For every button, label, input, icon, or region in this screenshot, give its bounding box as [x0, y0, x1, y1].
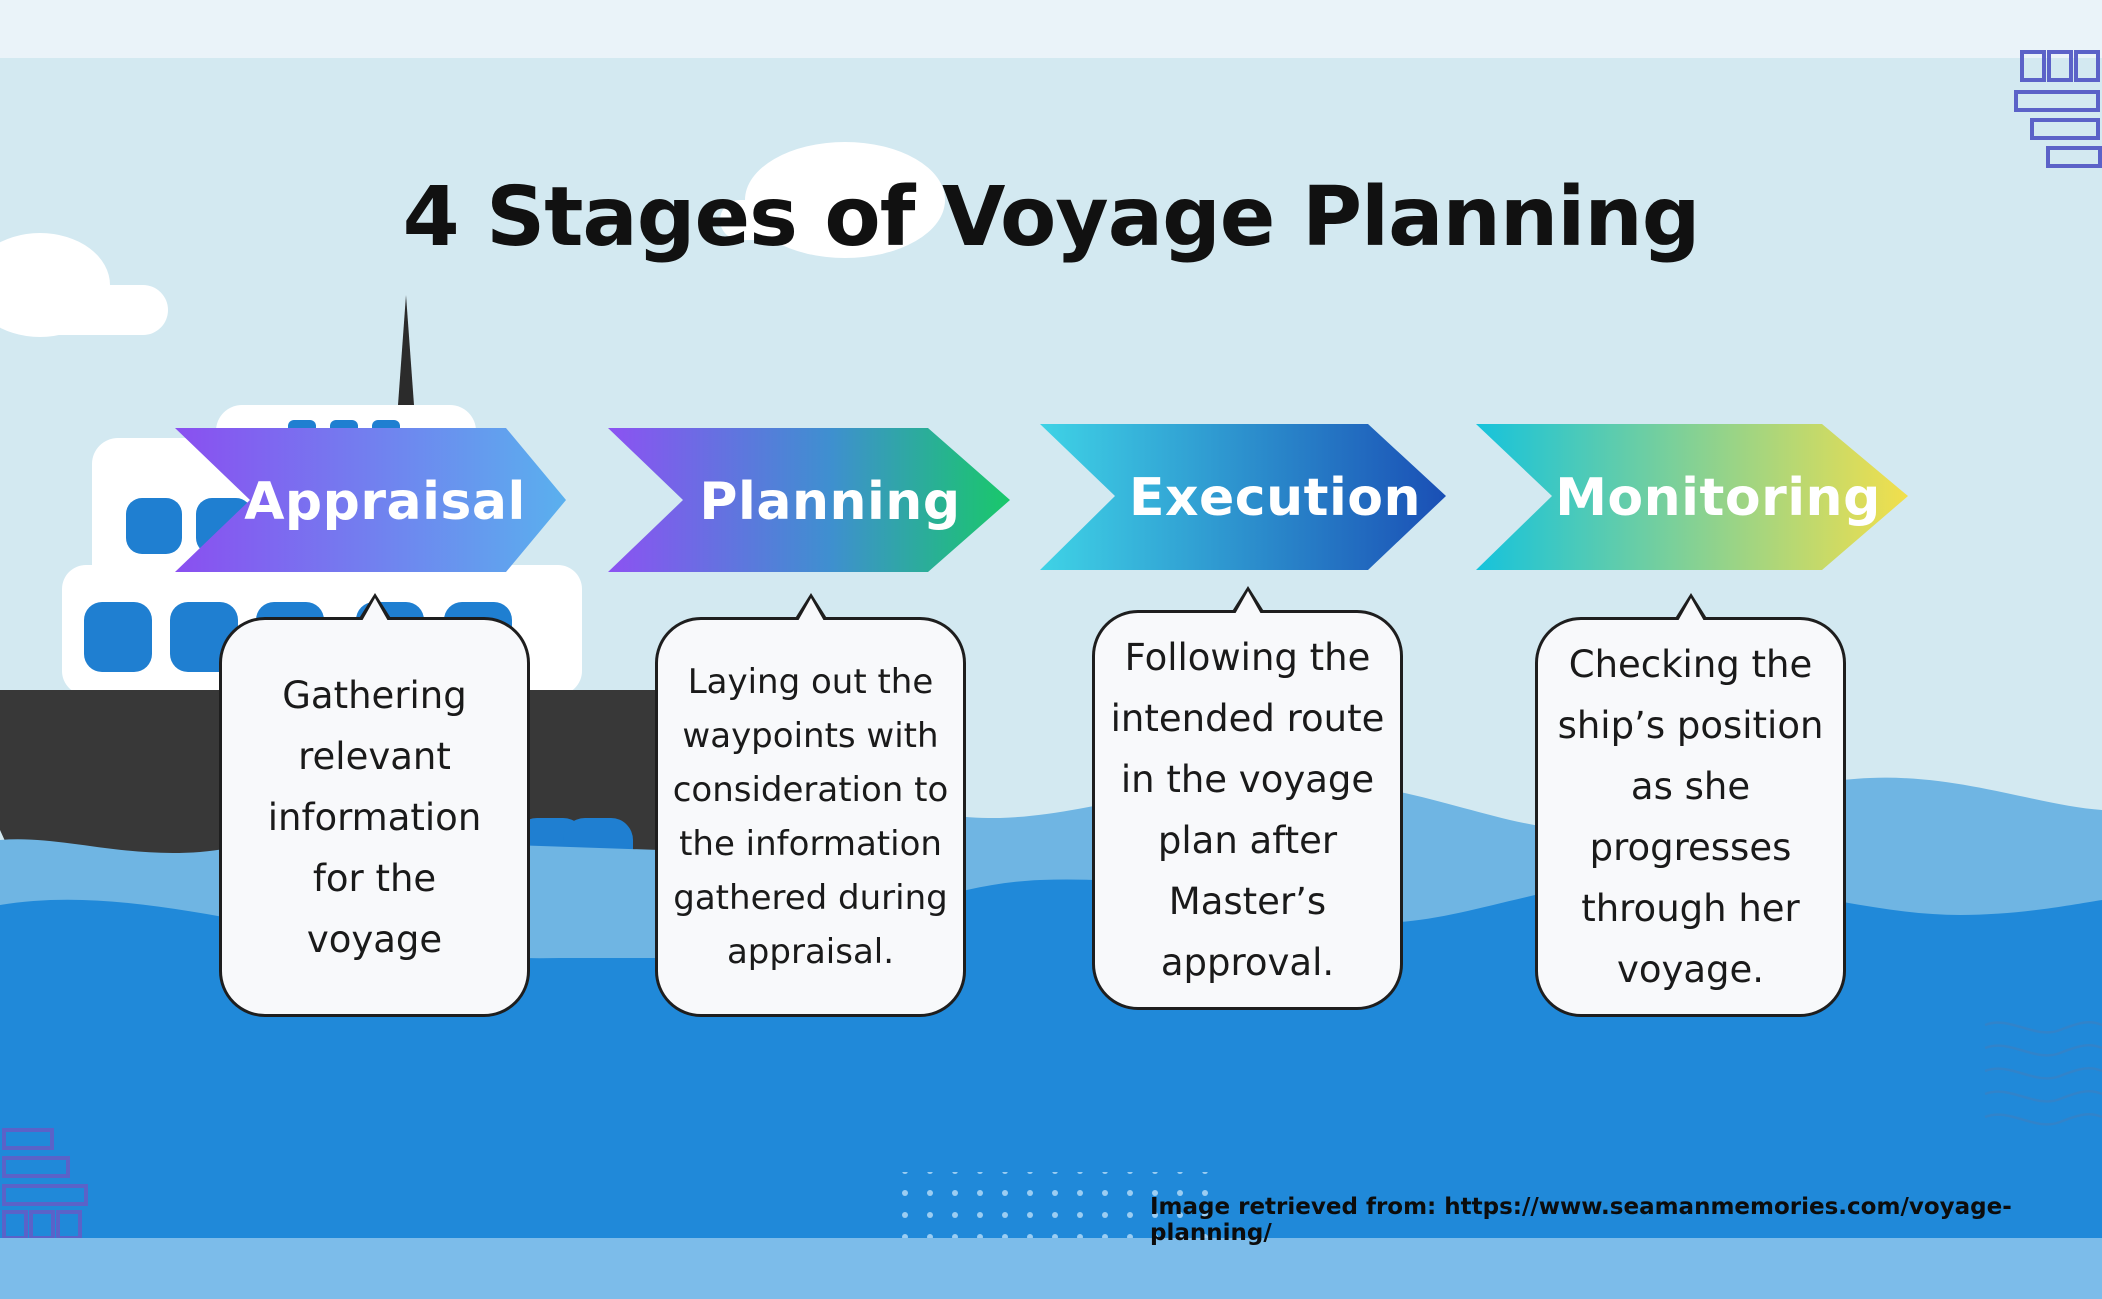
stage-label-planning: Planning — [699, 471, 961, 532]
stage-description-monitoring: Checking the ship’s position as she prog… — [1535, 593, 1846, 1017]
stage-arrow-planning: Planning — [640, 428, 1020, 575]
description-text-monitoring: Checking the ship’s position as she prog… — [1557, 643, 1824, 991]
stage-arrow-monitoring: Monitoring — [1528, 424, 1908, 571]
dot-pattern — [893, 1172, 1223, 1242]
arrow-shape-appraisal — [175, 428, 566, 572]
description-text-planning: Laying out the waypoints with considerat… — [672, 662, 949, 972]
decorative-waves-icon — [1984, 1021, 2102, 1126]
arrow-shape-planning — [608, 428, 1010, 572]
description-text-appraisal: Gathering relevant information for the v… — [267, 673, 482, 961]
page-title: 4 Stages of Voyage Planning — [402, 170, 1701, 265]
arrow-shape-monitoring — [1476, 424, 1908, 570]
arrow-shape-execution — [1040, 424, 1446, 570]
stage-arrow-appraisal: Appraisal — [195, 428, 575, 575]
stage-label-monitoring: Monitoring — [1555, 467, 1881, 528]
stage-description-execution: Following the intended route in the voya… — [1092, 586, 1403, 1010]
description-text-execution: Following the intended route in the voya… — [1110, 636, 1385, 984]
stage-description-planning: Laying out the waypoints with considerat… — [655, 593, 966, 1017]
source-caption: Image retrieved from: https://www.seaman… — [1150, 1194, 2012, 1246]
cloud-left — [0, 233, 168, 337]
stage-arrow-execution: Execution — [1085, 424, 1465, 571]
decorative-lines-icon — [2014, 50, 2102, 168]
stage-label-execution: Execution — [1128, 467, 1422, 528]
stage-description-appraisal: Gathering relevant information for the v… — [219, 593, 530, 1017]
stage-label-appraisal: Appraisal — [244, 471, 526, 532]
cloud-center — [720, 142, 945, 258]
